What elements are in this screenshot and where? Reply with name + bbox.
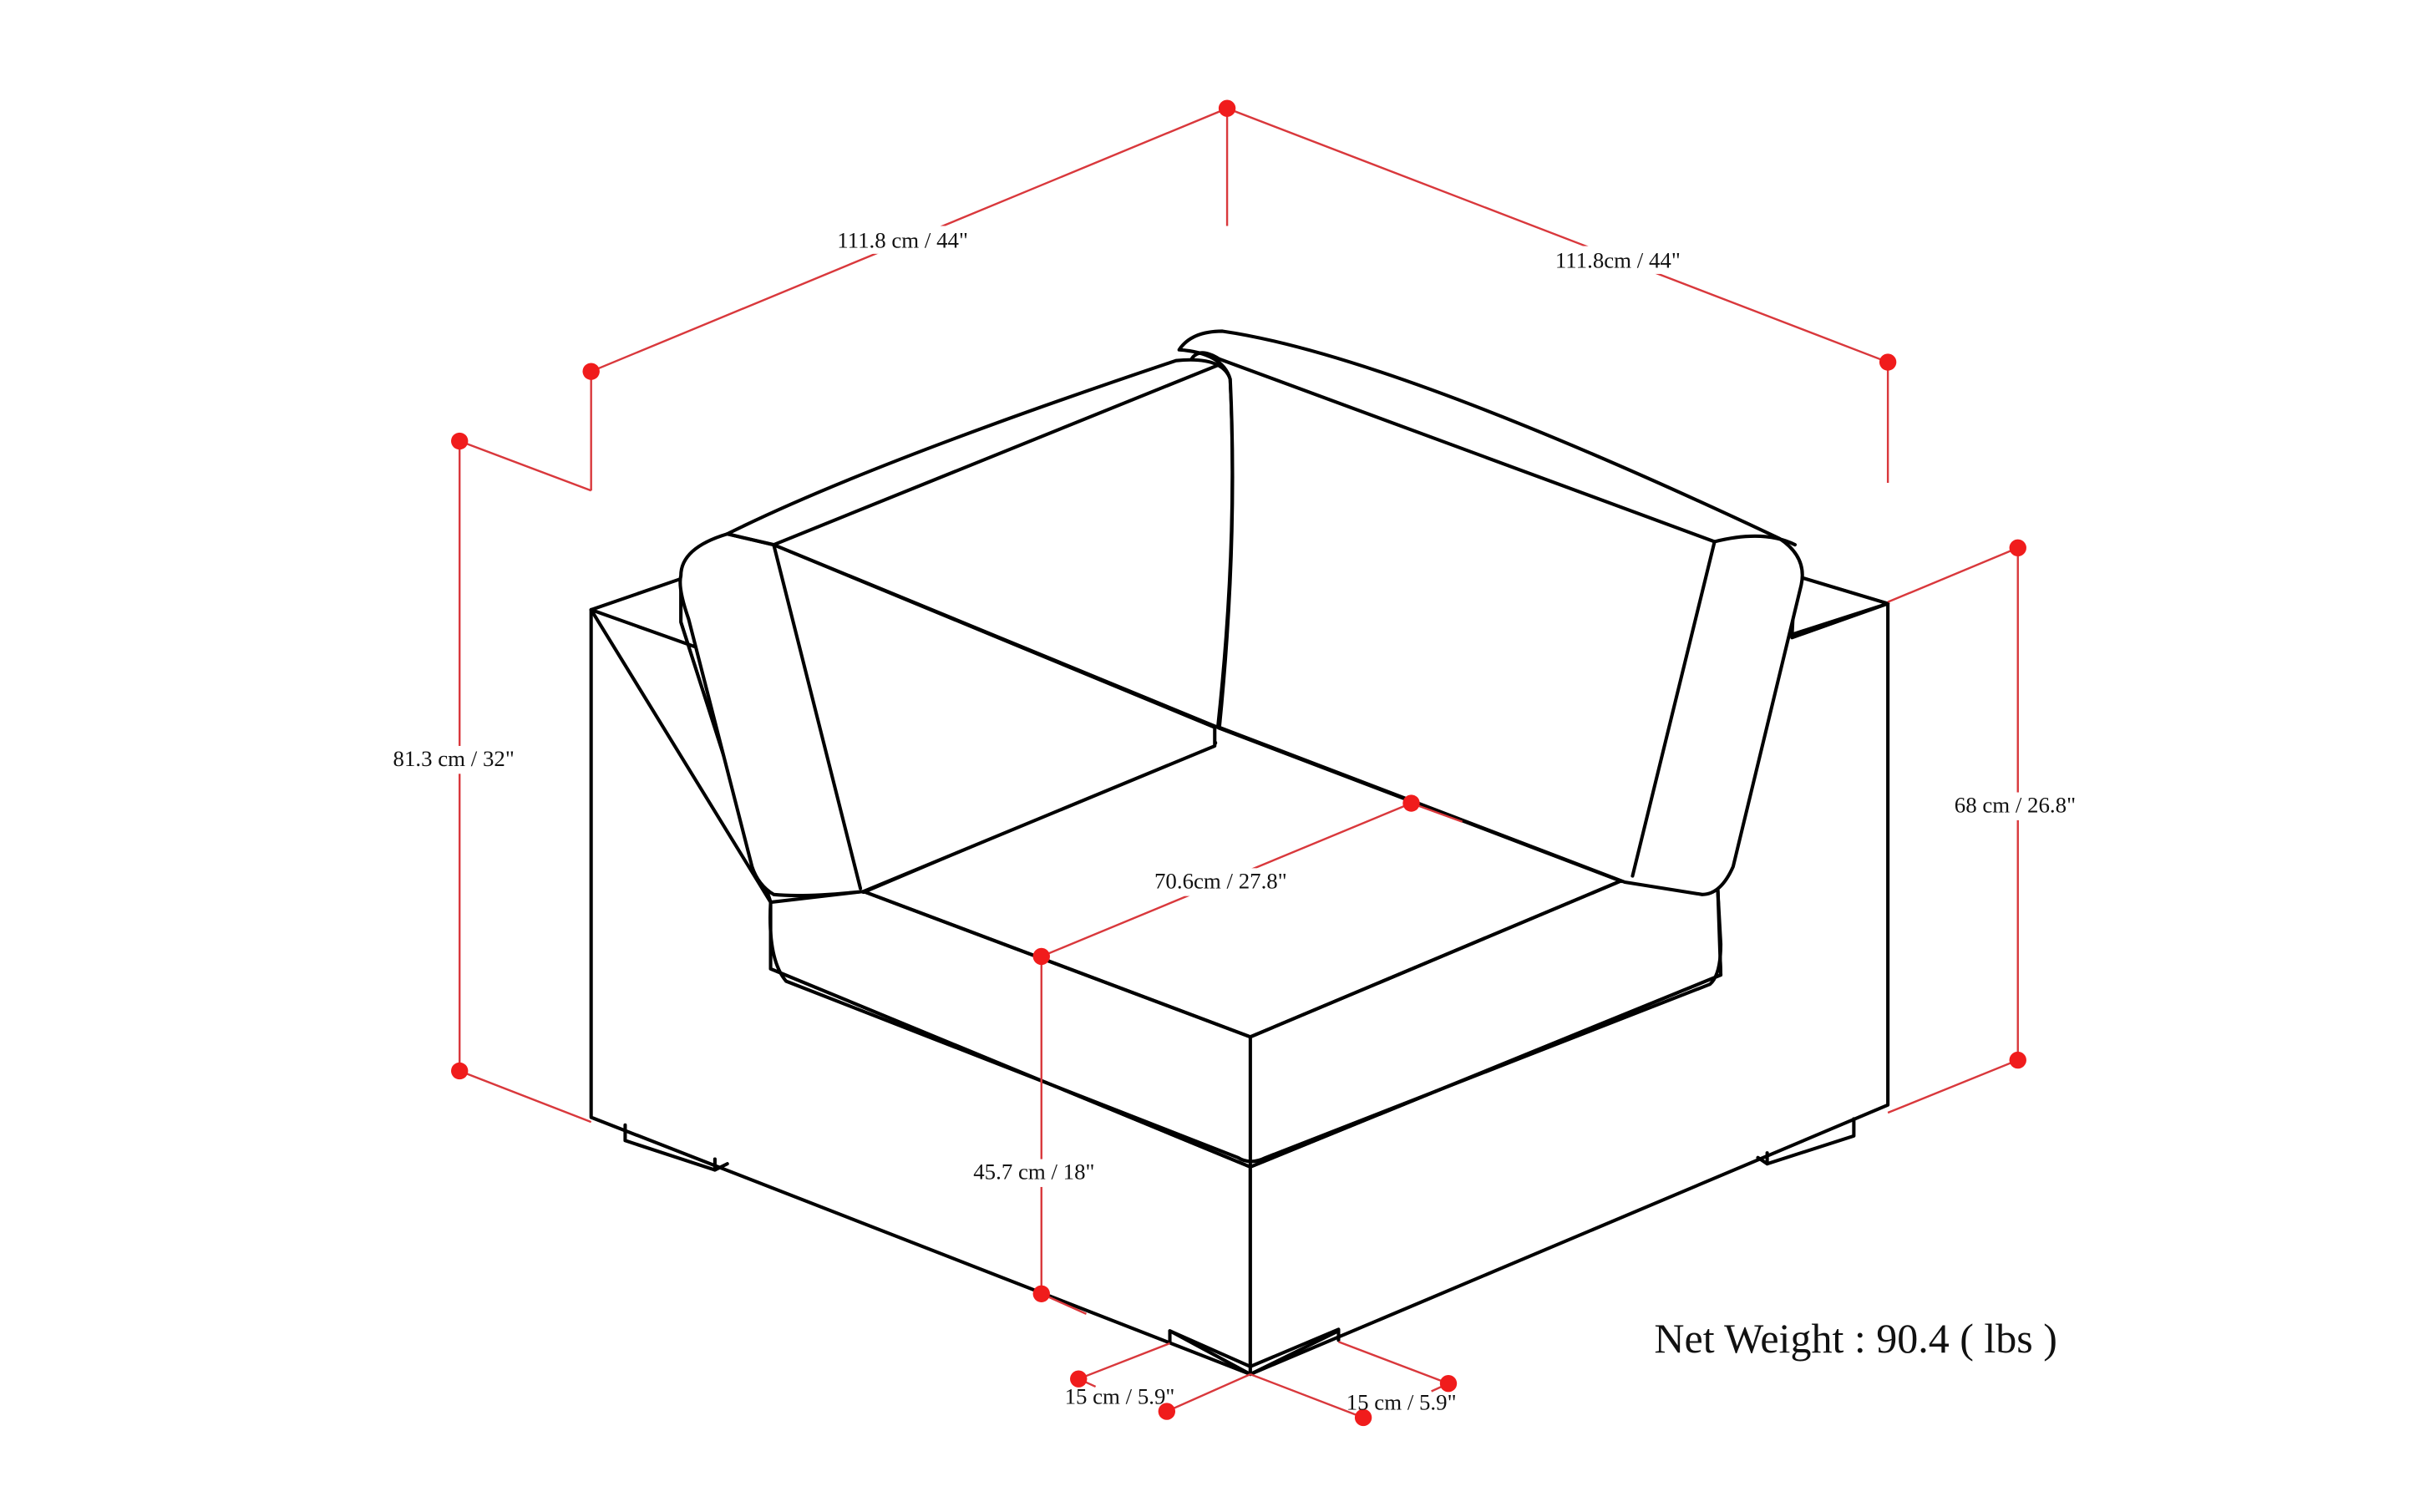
net-weight-label: Net Weight : 90.4 ( lbs ) [1654,1315,2057,1362]
label-leg-left: 15 cm / 5.9" [1065,1383,1175,1408]
label-arm-height: 68 cm / 26.8" [1955,793,2076,818]
dot-leg-left-b [1158,1403,1176,1420]
dot-seat-back [1402,794,1420,812]
dot-leg-right-b [1439,1375,1458,1393]
back-cushion-left [678,358,1235,898]
sofa-feet [623,1117,1856,1377]
dimension-dots [451,99,2026,1427]
dot-arm-top [2009,539,2026,557]
label-seat-depth: 70.6cm / 27.8" [1154,868,1287,893]
label-seat-height: 45.7 cm / 18" [973,1159,1094,1185]
dot-width-left [582,363,600,380]
dot-seat-front [1032,947,1050,966]
dimension-labels: 111.8 cm / 44" 111.8cm / 44" 81.3 cm / 3… [391,226,2092,1415]
dot-top-apex [1218,99,1236,117]
label-overall-height: 81.3 cm / 32" [393,746,515,771]
dot-arm-bottom [2009,1051,2026,1069]
dot-height-bottom [451,1062,469,1080]
label-leg-right: 15 cm / 5.9" [1346,1390,1457,1415]
dot-leg-right-a [1354,1408,1372,1427]
dot-height-top [451,432,469,450]
dot-leg-left-a [1070,1370,1088,1388]
back-cushion-right [1177,329,1804,896]
label-width-left: 111.8 cm / 44" [837,227,968,252]
dot-seat-floor [1032,1285,1050,1302]
label-width-right: 111.8cm / 44" [1555,248,1681,273]
dot-width-right [1879,353,1897,371]
